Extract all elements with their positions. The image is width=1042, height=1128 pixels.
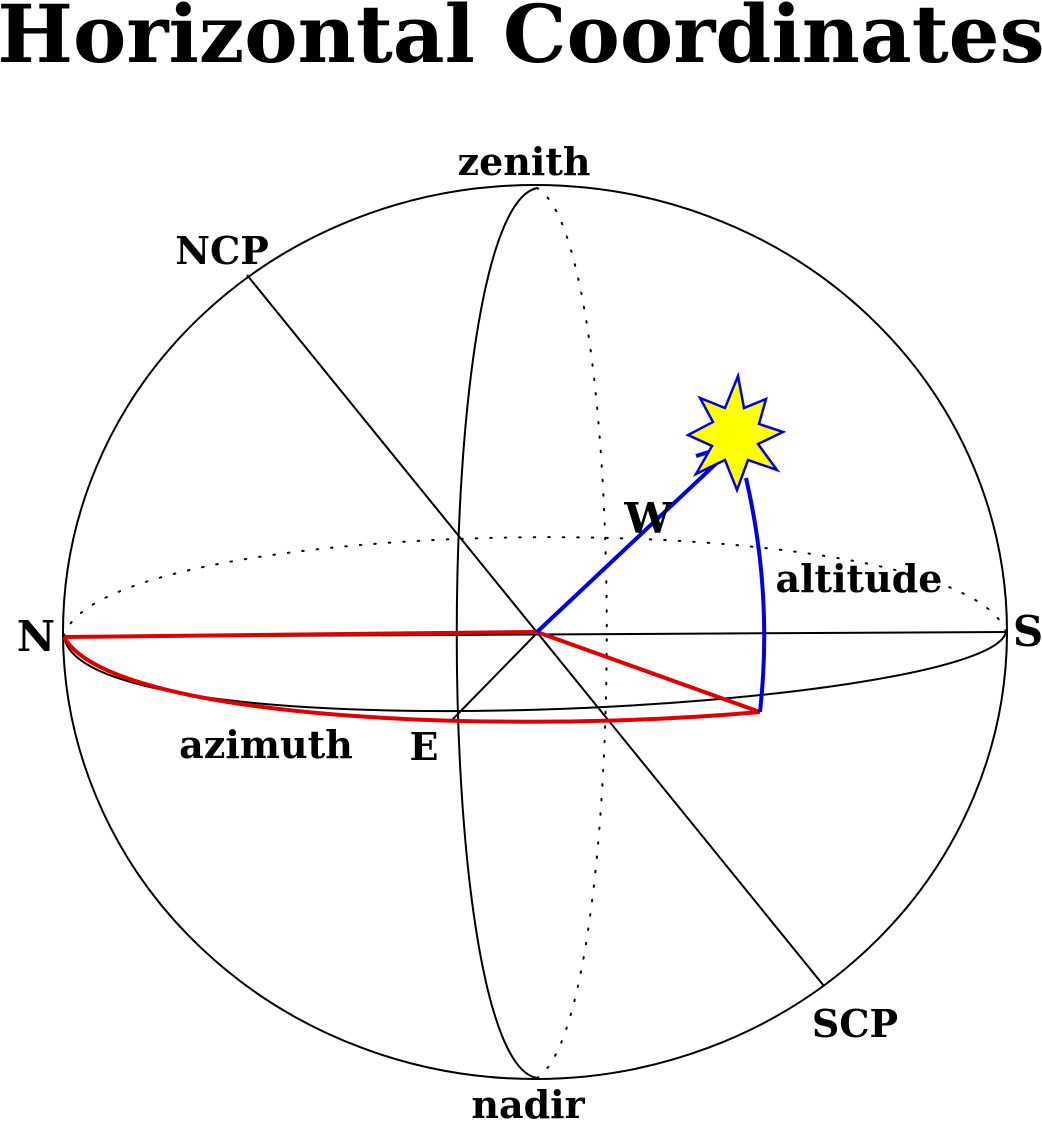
- south-label: S: [1013, 607, 1042, 656]
- north-label: N: [17, 612, 55, 661]
- celestial-sphere: [62, 184, 1008, 1080]
- azimuth-label: azimuth: [179, 722, 353, 767]
- horizon-front: [63, 631, 1007, 713]
- ncp-label: NCP: [175, 228, 269, 273]
- nadir-label: nadir: [471, 1082, 585, 1127]
- azimuth-arc: [62, 636, 761, 724]
- east-label: E: [410, 724, 439, 769]
- east-line: [449, 632, 538, 723]
- altitude-arc: [744, 477, 767, 713]
- star-direction-line: [535, 441, 740, 634]
- vertical-circle-back: [536, 187, 608, 1079]
- scp-label: SCP: [812, 1001, 898, 1046]
- star-icon: [685, 371, 787, 494]
- diagram-title: Horizontal Coordinates: [0, 0, 1042, 81]
- altitude-label: altitude: [776, 556, 943, 601]
- west-label: W: [623, 494, 672, 543]
- horizon-back: [63, 536, 1007, 637]
- azimuth-star-projection-line: [536, 630, 761, 714]
- zenith-label: zenith: [458, 139, 591, 184]
- azimuth-north-line: [63, 630, 538, 639]
